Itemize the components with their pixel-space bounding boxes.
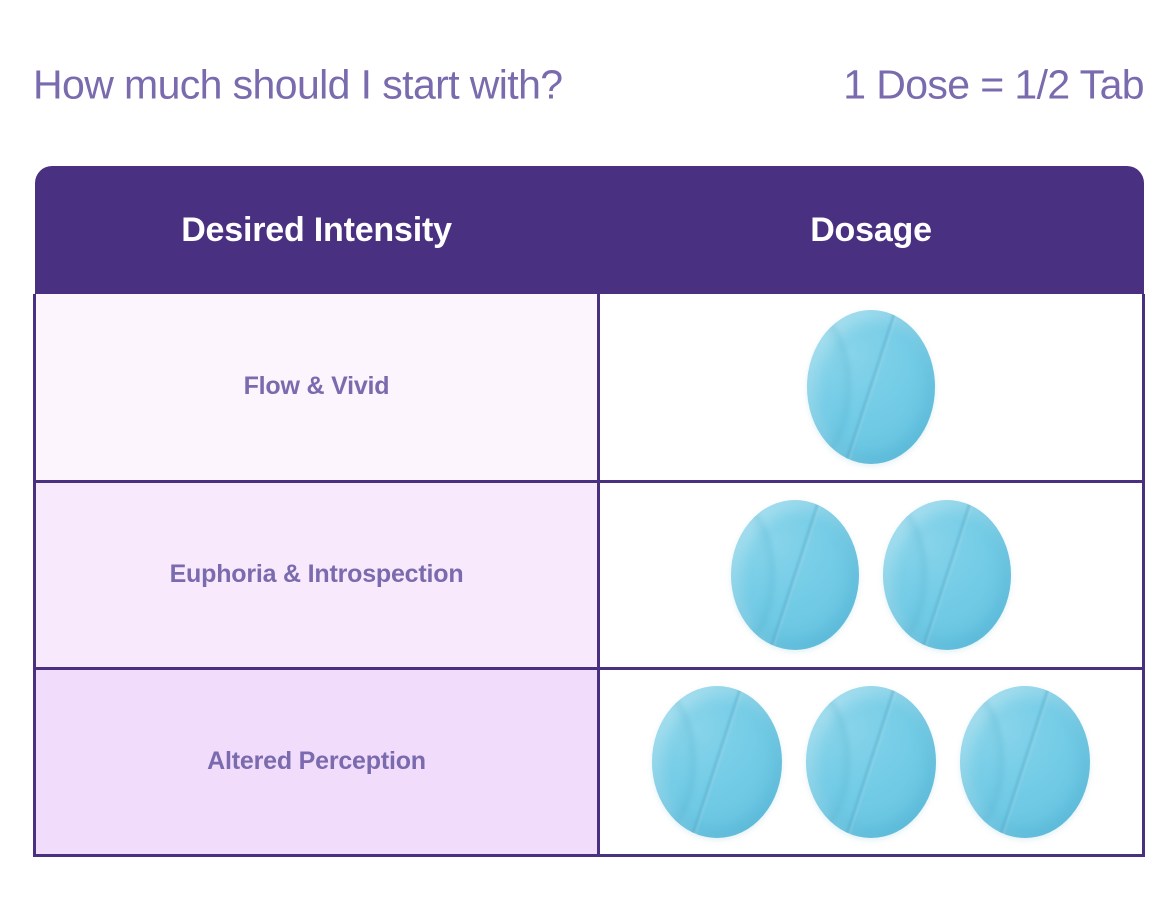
column-header-desired-intensity: Desired Intensity [34,166,599,294]
table-row: Altered Perception [33,668,1145,857]
tablet-pill-icon [806,685,936,838]
header-bar: How much should I start with? 1 Dose = 1… [0,45,1164,125]
dosage-table: Desired Intensity Dosage Flow & Vivid Eu… [33,166,1145,857]
dosage-cell [598,294,1145,483]
tablet-pill-icon [652,685,782,838]
column-header-dosage: Dosage [598,166,1144,294]
dosage-cell [598,668,1145,857]
tablet-pill-icon [731,499,859,650]
table-row: Flow & Vivid [33,294,1145,483]
table-body: Flow & Vivid Euphoria & Introspection [33,294,1145,857]
table-row: Euphoria & Introspection [33,481,1145,670]
intensity-label-flow-vivid: Flow & Vivid [33,294,600,483]
page-title: How much should I start with? [33,61,563,108]
tablet-pill-icon [960,685,1090,838]
tablet-pill-icon [883,499,1011,650]
intensity-label-altered-perception: Altered Perception [33,668,600,857]
table-header-row: Desired Intensity Dosage [34,166,1144,294]
dosage-cell [598,481,1145,670]
pill-group [600,295,1142,479]
pill-group [600,670,1142,854]
intensity-label-euphoria-introspection: Euphoria & Introspection [33,481,600,670]
dose-equivalence-note: 1 Dose = 1/2 Tab [843,61,1144,108]
tablet-pill-icon [807,309,935,464]
table-header: Desired Intensity Dosage [34,166,1144,294]
pill-group [600,483,1142,667]
